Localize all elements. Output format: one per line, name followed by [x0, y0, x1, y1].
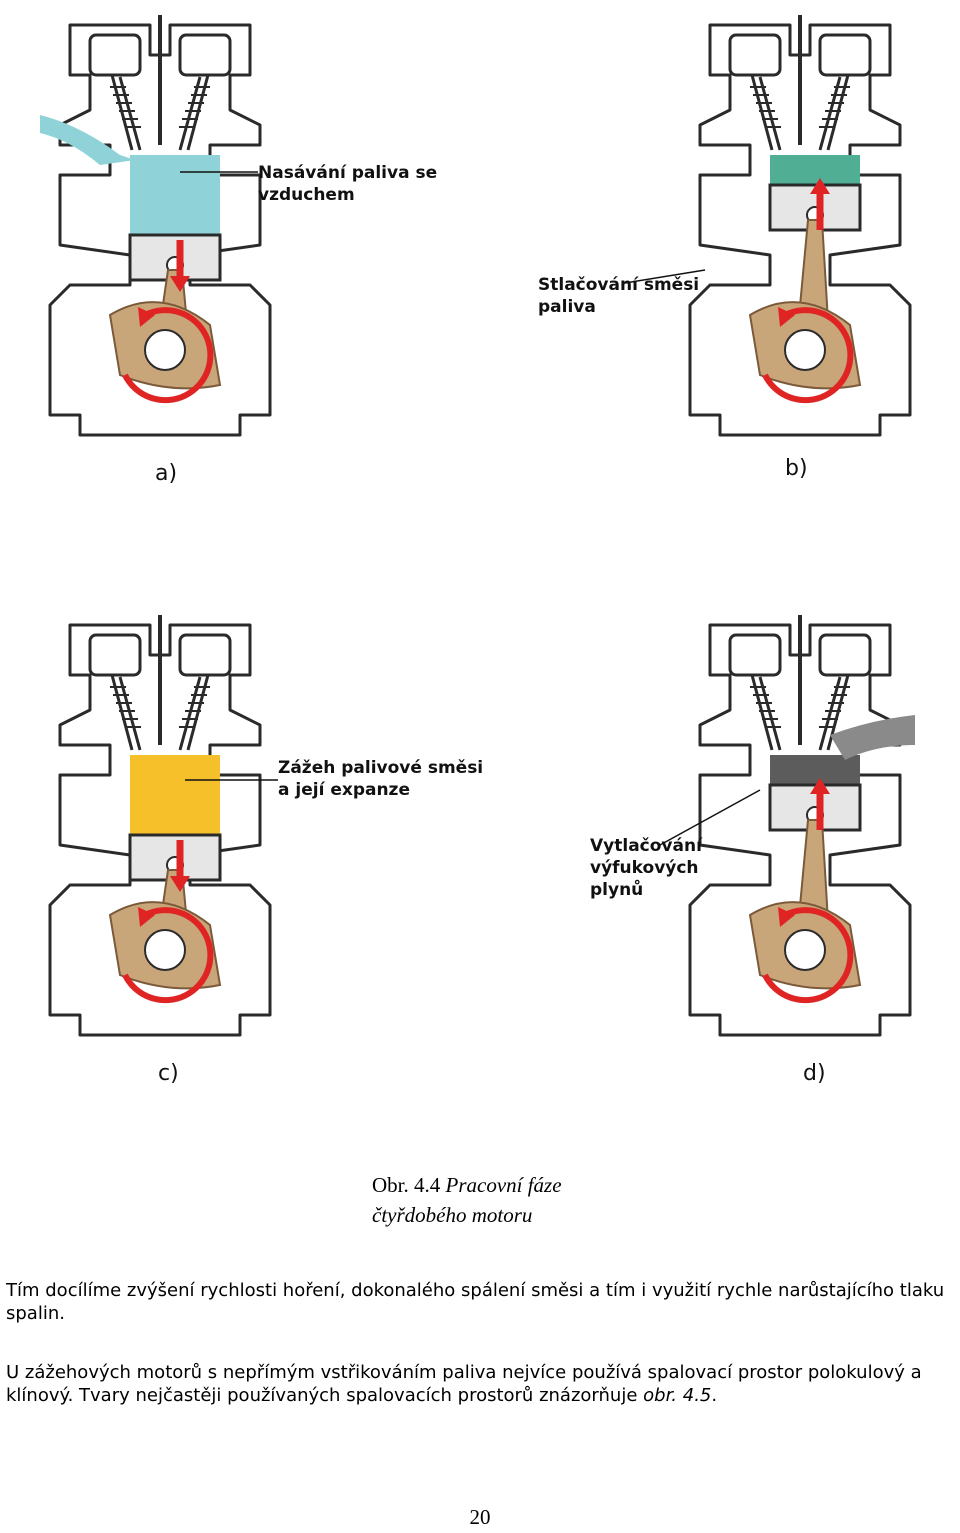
leader-line	[624, 269, 706, 284]
paragraph-1: Tím docílíme zvýšení rychlosti hoření, d…	[6, 1280, 945, 1324]
combustion-chamber	[770, 755, 860, 785]
page-number: 20	[469, 1505, 491, 1529]
engine-outline	[688, 623, 912, 1037]
rotation-arrow-head	[778, 307, 795, 327]
paragraph-2: U zážehových motorů s nepřímým vstřiková…	[6, 1361, 956, 1407]
exhaust-flow	[830, 715, 915, 760]
exhaust-valve-housing	[818, 33, 872, 77]
panel-letter-d: d)	[803, 1061, 826, 1086]
exhaust-valve-housing	[818, 633, 872, 677]
panel-letter-a: a)	[155, 461, 177, 486]
intake-valve-housing	[728, 33, 782, 77]
engine-panel-c	[48, 615, 272, 1037]
piston-arrow-head	[810, 778, 830, 794]
intake-flow	[40, 115, 135, 165]
crank-bearing	[144, 329, 186, 371]
engine-outline	[48, 623, 272, 1037]
caption-number: Obr. 4.4	[372, 1173, 441, 1197]
intake-valve-housing	[88, 33, 142, 77]
figure-reference-link: obr. 4.5	[643, 1385, 712, 1406]
engine-panel-b	[688, 15, 912, 437]
piston-arrow-head	[170, 876, 190, 892]
figure-caption: Obr. 4.4 Pracovní fáze čtyřdobého motoru	[372, 1170, 792, 1230]
paragraph-2-end: .	[711, 1385, 718, 1406]
leader-line	[659, 789, 761, 846]
engine-panel-d	[688, 615, 915, 1037]
panel-letter-c: c)	[158, 1061, 179, 1086]
exhaust-valve-housing	[178, 33, 232, 77]
caption-text-line2: čtyřdobého motoru	[372, 1203, 533, 1227]
caption-text-line1: Pracovní fáze	[445, 1173, 562, 1197]
intake-valve-housing	[728, 633, 782, 677]
rotation-arrow-head	[138, 307, 155, 327]
crank-bearing	[784, 329, 826, 371]
engine-panel-a	[40, 15, 272, 437]
piston-arrow-head	[170, 276, 190, 292]
engine-outline	[688, 23, 912, 437]
rotation-arrow	[762, 907, 854, 1004]
combustion-chamber	[130, 155, 220, 235]
rotation-arrow	[122, 307, 214, 404]
rotation-arrow	[762, 307, 854, 404]
crank-bearing	[144, 929, 186, 971]
combustion-chamber	[130, 755, 220, 835]
rotation-arrow-head	[778, 907, 795, 927]
exhaust-valve-housing	[178, 633, 232, 677]
crank-bearing	[784, 929, 826, 971]
piston-arrow-head	[810, 178, 830, 194]
paragraph-2-text: U zážehových motorů s nepřímým vstřiková…	[6, 1362, 922, 1406]
rotation-arrow-head	[138, 907, 155, 927]
rotation-arrow	[122, 907, 214, 1004]
intake-valve-housing	[88, 633, 142, 677]
panel-letter-b: b)	[785, 456, 808, 481]
combustion-chamber	[770, 155, 860, 185]
